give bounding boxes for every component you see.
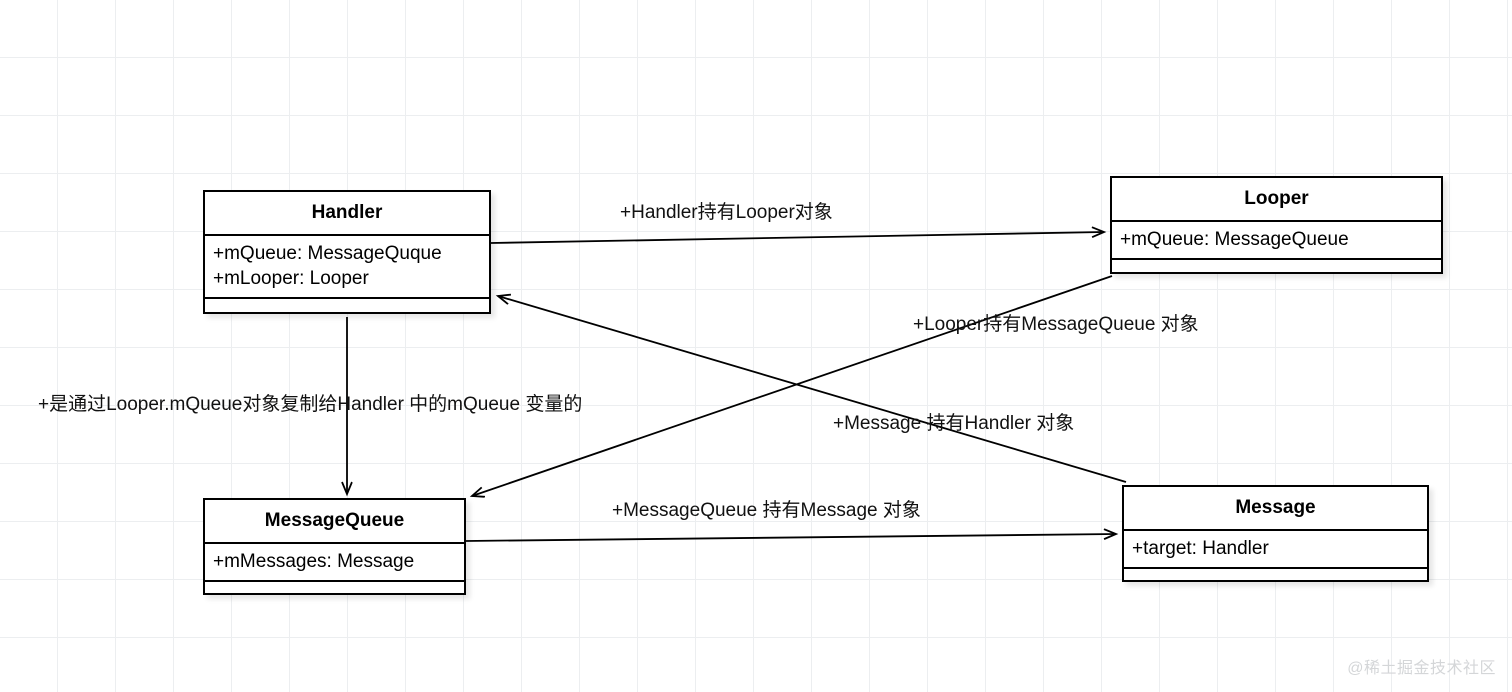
- class-attributes-message: +target: Handler: [1124, 531, 1427, 570]
- class-attributes-handler: +mQueue: MessageQuque +mLooper: Looper: [205, 236, 489, 300]
- class-box-messagequeue[interactable]: MessageQueue +mMessages: Message: [203, 498, 466, 595]
- edge-label-handler-to-messagequeue: +是通过Looper.mQueue对象复制给Handler 中的mQueue 变…: [38, 394, 583, 415]
- class-attributes-messagequeue: +mMessages: Message: [205, 544, 464, 583]
- class-name-messagequeue: MessageQueue: [205, 500, 464, 544]
- watermark: @稀土掘金技术社区: [1347, 660, 1496, 677]
- attribute-row: +mQueue: MessageQuque: [213, 242, 442, 264]
- edge-label-messagequeue-to-message: +MessageQueue 持有Message 对象: [612, 500, 921, 521]
- class-name-looper: Looper: [1112, 178, 1441, 222]
- edge-handler-to-looper: [490, 232, 1104, 244]
- edge-messagequeue-to-message: [465, 534, 1116, 542]
- class-operations-looper: [1112, 260, 1441, 281]
- edge-label-looper-to-messagequeue: +Looper持有MessageQueue 对象: [913, 314, 1199, 335]
- class-operations-message: [1124, 569, 1427, 590]
- edge-label-message-to-handler: +Message 持有Handler 对象: [833, 413, 1075, 434]
- class-attributes-looper: +mQueue: MessageQueue: [1112, 222, 1441, 261]
- attribute-row: +target: Handler: [1132, 537, 1269, 559]
- attribute-row: +mLooper: Looper: [213, 268, 369, 290]
- class-operations-handler: [205, 299, 489, 320]
- attribute-row: +mQueue: MessageQueue: [1120, 228, 1349, 250]
- class-box-looper[interactable]: Looper +mQueue: MessageQueue: [1110, 176, 1443, 274]
- class-operations-messagequeue: [205, 582, 464, 603]
- class-name-message: Message: [1124, 487, 1427, 531]
- class-box-handler[interactable]: Handler +mQueue: MessageQuque +mLooper: …: [203, 190, 491, 314]
- edge-looper-to-messagequeue: [472, 275, 1113, 496]
- edge-label-handler-to-looper: +Handler持有Looper对象: [620, 202, 833, 223]
- class-box-message[interactable]: Message +target: Handler: [1122, 485, 1429, 582]
- attribute-row: +mMessages: Message: [213, 550, 415, 572]
- class-name-handler: Handler: [205, 192, 489, 236]
